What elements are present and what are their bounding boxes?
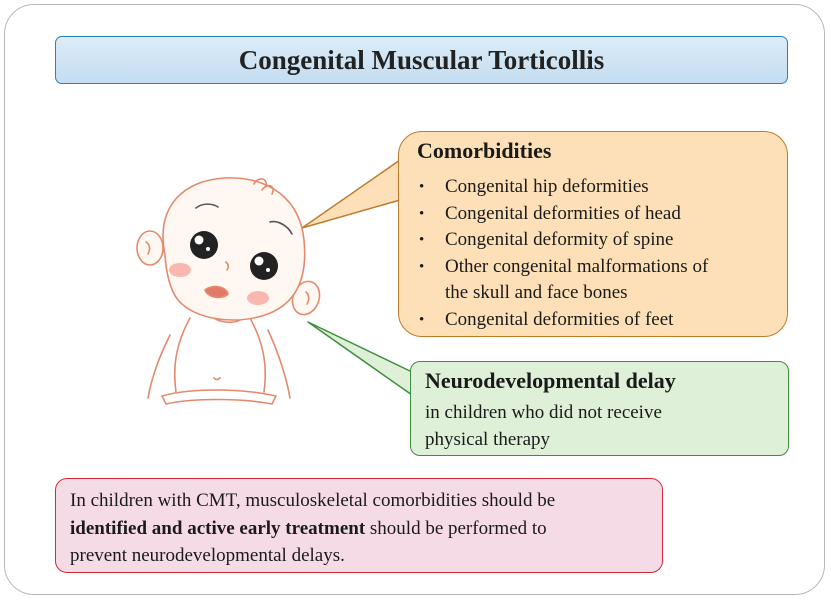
- conclusion-text-2: should be performed to: [365, 517, 547, 539]
- neurodevelopmental-line-1: in children who did not receive: [425, 402, 662, 423]
- bullet-icon: •: [419, 232, 425, 248]
- comorbidities-box: Comorbidities • Congenital hip deformitie…: [398, 131, 788, 337]
- list-item-text: Congenital deformities of head: [445, 202, 681, 224]
- list-item: • Congenital deformities of feet: [417, 307, 775, 334]
- title-banner: Congenital Muscular Torticollis: [55, 36, 788, 84]
- comorbidities-list: • Congenital hip deformities • Congenital …: [417, 174, 775, 333]
- neurodevelopmental-heading: Neurodevelopmental delay: [425, 368, 676, 393]
- list-item-text: Congenital deformity of spine: [445, 229, 674, 250]
- list-item-text: Congenital deformities of feet: [445, 308, 674, 330]
- bullet-icon: •: [419, 258, 425, 275]
- comorbidities-tail: [301, 159, 401, 229]
- list-item: • Congenital deformities of head: [417, 201, 775, 228]
- comorbidities-heading: Comorbidities: [417, 138, 552, 163]
- conclusion-box: In children with CMT, musculoskeletal co…: [55, 478, 663, 573]
- bullet-icon: •: [419, 179, 425, 195]
- page-title: Congenital Muscular Torticollis: [238, 44, 605, 75]
- bullet-icon: •: [419, 205, 425, 222]
- list-item: • Congenital deformity of spine: [417, 227, 775, 254]
- neurodevelopmental-line-2: physical therapy: [425, 429, 551, 450]
- neurodevelopmental-box: Neurodevelopmental delay in children who…: [410, 361, 789, 456]
- list-item-text: Congenital hip deformities: [445, 176, 649, 197]
- list-item-continuation: the skull and face bones: [417, 280, 775, 307]
- list-item: • Other congenital malformations of: [417, 254, 775, 281]
- conclusion-text-1: In children with CMT, musculoskeletal co…: [70, 490, 556, 511]
- baby-icon: [136, 177, 321, 405]
- neuro-tail: [307, 321, 413, 396]
- list-item-text: the skull and face bones: [445, 282, 628, 303]
- baby-eyes: [190, 231, 278, 280]
- bullet-icon: •: [419, 311, 425, 328]
- conclusion-text-3: prevent neurodevelopmental delays.: [70, 545, 345, 566]
- list-item: • Congenital hip deformities: [417, 174, 775, 201]
- conclusion-bold-text: identified and active early treatment: [70, 517, 366, 539]
- list-item-text: Other congenital malformations of: [445, 255, 709, 277]
